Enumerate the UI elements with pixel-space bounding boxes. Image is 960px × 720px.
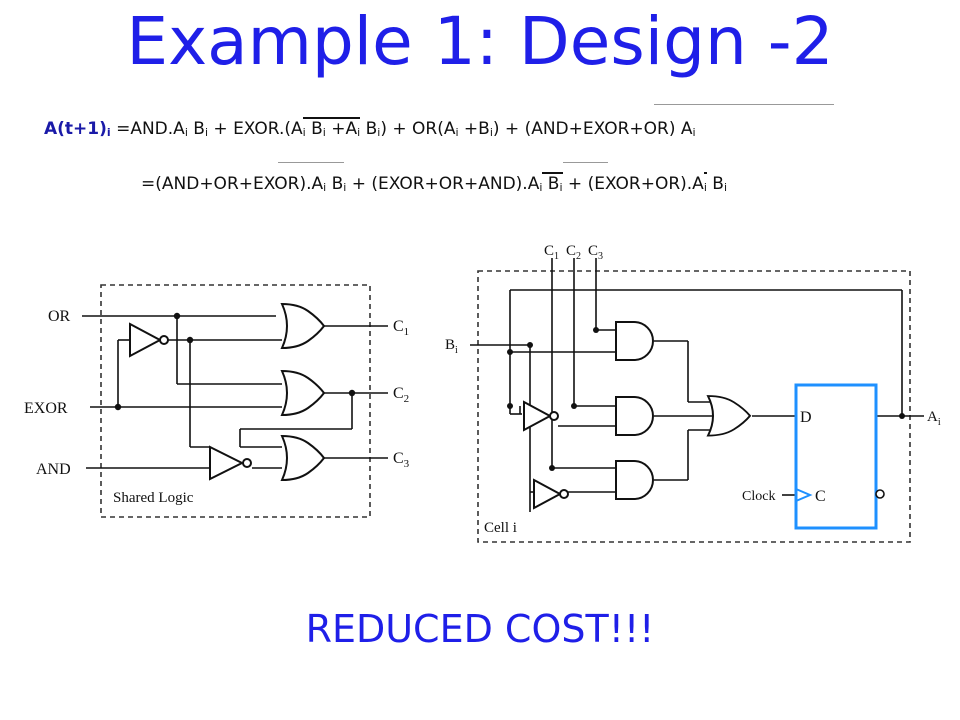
ff-d-label: D — [800, 409, 812, 426]
ff-c-label: C — [815, 488, 826, 505]
equation-lhs: A(t+1)i — [44, 119, 111, 139]
overbar-b: Bi — [305, 117, 326, 139]
cell-and-gate-1 — [615, 321, 654, 361]
cell-input-c2: C2 — [566, 243, 581, 262]
cell-input-bi: Bi — [445, 337, 458, 356]
cell-input-c1: C1 — [544, 243, 559, 262]
cell-output-ai: Ai — [927, 409, 941, 428]
overbar-b2: Bi — [542, 172, 563, 194]
input-label-or: OR — [48, 308, 71, 325]
output-label-c3: C3 — [393, 450, 410, 470]
shared-or-gate-3 — [281, 435, 325, 481]
shared-or-gate-1 — [281, 303, 325, 349]
input-label-exor: EXOR — [24, 400, 68, 417]
overbar-and — [563, 162, 608, 163]
output-label-c2: C2 — [393, 385, 409, 405]
overbar-long — [654, 104, 834, 105]
equation-line-1: A(t+1)i =AND.Ai Bi + EXOR.(Ai Bi +Ai Bi)… — [44, 117, 696, 139]
cell-inverter-1 — [523, 400, 559, 432]
overbar-exor — [278, 162, 344, 163]
shared-logic-block — [82, 284, 388, 518]
slide-title: Example 1: Design -2 — [126, 3, 834, 80]
overbar-a3: i — [703, 172, 707, 194]
shared-logic-label: Shared Logic — [113, 490, 194, 506]
shared-junctions — [114, 312, 356, 411]
footer-text: REDUCED COST!!! — [305, 607, 655, 651]
cell-junctions — [507, 327, 905, 471]
cell-and-gate-2 — [615, 396, 654, 436]
clock-label: Clock — [742, 489, 775, 504]
cell-and-gate-3 — [615, 460, 654, 500]
input-label-and: AND — [36, 461, 71, 478]
shared-inverter-1 — [129, 322, 169, 358]
overbar-a: i — [302, 117, 306, 139]
output-label-c1: C1 — [393, 318, 409, 338]
cell-box — [477, 270, 911, 543]
cell-i-label: Cell i — [484, 520, 517, 536]
equation-line-2: =(AND+OR+EXOR).Ai Bi + (EXOR+OR+AND).Ai … — [141, 172, 728, 194]
cell-inverter-2 — [533, 478, 569, 510]
cell-input-c3: C3 — [588, 243, 603, 262]
shared-or-gate-2 — [281, 370, 325, 416]
shared-inverter-2 — [209, 445, 252, 481]
cell-or-gate — [707, 395, 751, 437]
flip-flop — [794, 383, 885, 530]
cell-block — [470, 258, 924, 543]
overbar-a2: +Ai — [325, 117, 361, 139]
shared-logic-box — [100, 284, 371, 518]
